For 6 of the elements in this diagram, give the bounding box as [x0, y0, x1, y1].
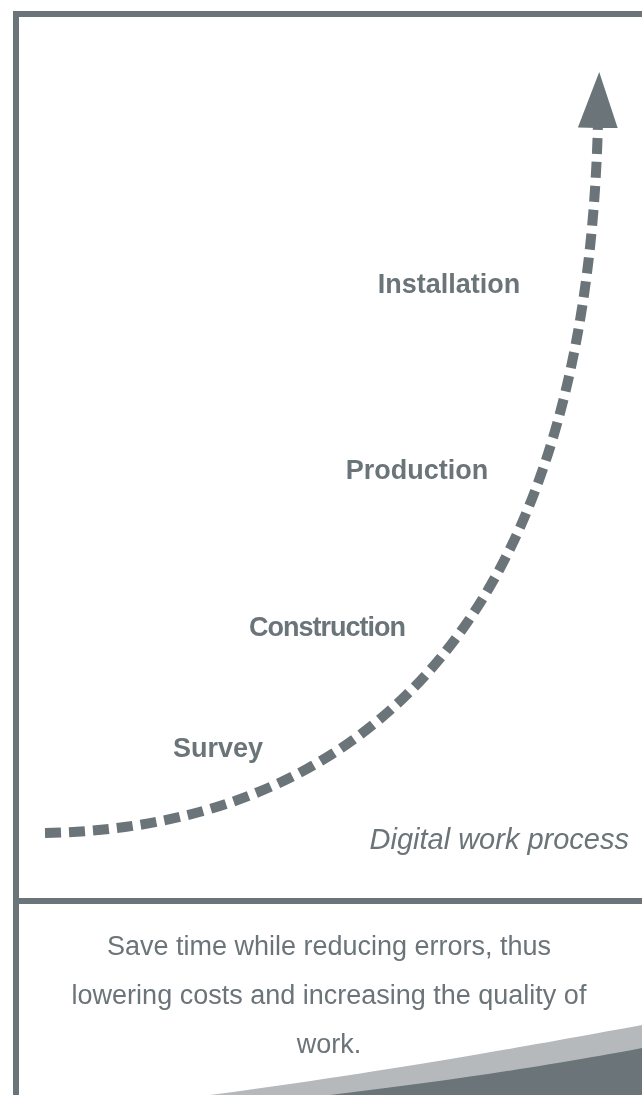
panel-caption: Digital work process	[369, 823, 629, 856]
stage-label: Construction	[249, 611, 405, 643]
summary-text: Save time while reducing errors, thus lowering costs and increasing the quality of work.	[70, 930, 588, 1061]
stage-label: Installation	[377, 268, 521, 300]
stage-label: Production	[345, 454, 489, 486]
stage-label: Survey	[172, 732, 264, 764]
